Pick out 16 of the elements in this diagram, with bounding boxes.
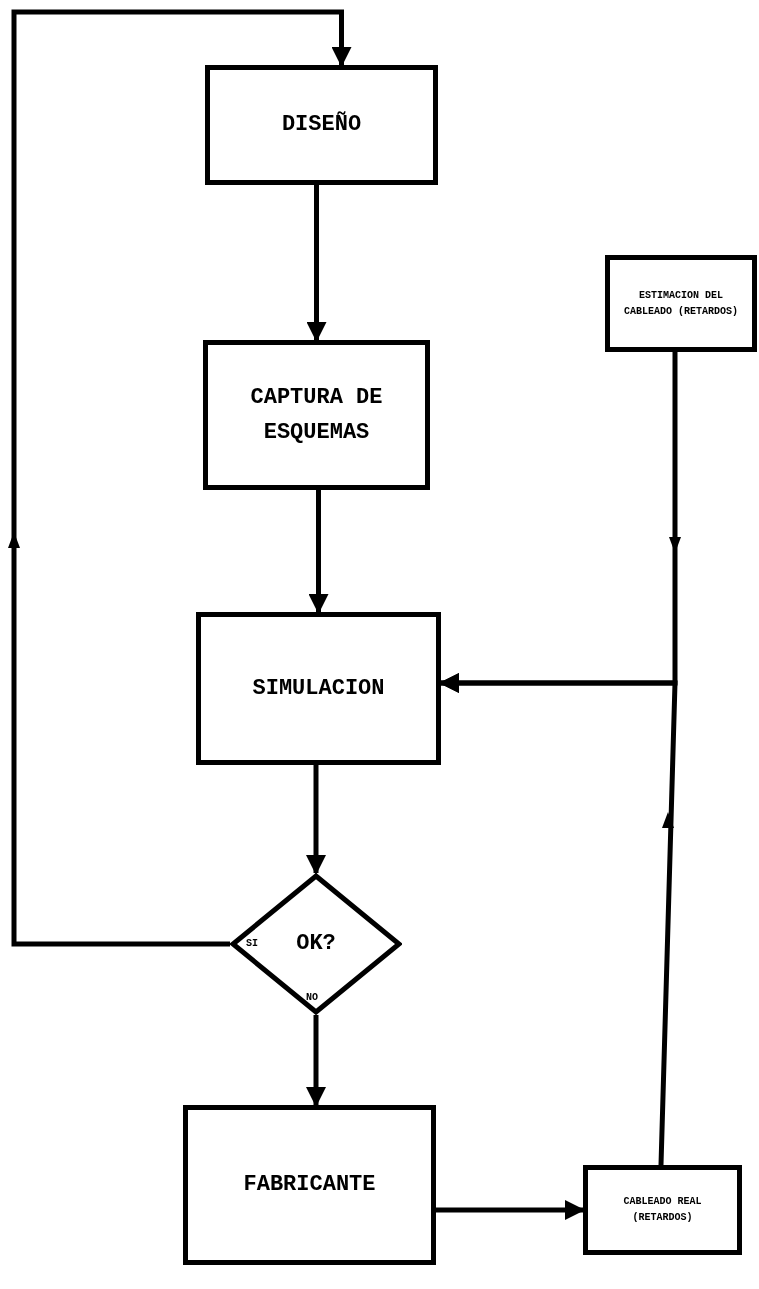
process-box — [605, 255, 757, 352]
box-label: FABRICANTE — [243, 1171, 376, 1200]
process-box — [203, 340, 430, 490]
edge-label: NO — [306, 991, 318, 1005]
process-box — [183, 1105, 436, 1265]
box-label: DISEÑO — [281, 110, 362, 140]
box-label: CAPTURA DE ESQUEMAS — [249, 383, 384, 447]
decision-diamond — [230, 873, 402, 1015]
process-box — [205, 65, 438, 185]
process-box — [196, 612, 441, 765]
box-label: SIMULACION — [252, 674, 385, 703]
process-box — [583, 1165, 742, 1255]
box-label: OK? — [296, 930, 336, 959]
edge-label: SI — [246, 937, 258, 951]
box-label: ESTIMACION DEL CABLEADO (RETARDOS) — [623, 288, 739, 319]
box-label: CABLEADO REAL (RETARDOS) — [622, 1195, 703, 1225]
